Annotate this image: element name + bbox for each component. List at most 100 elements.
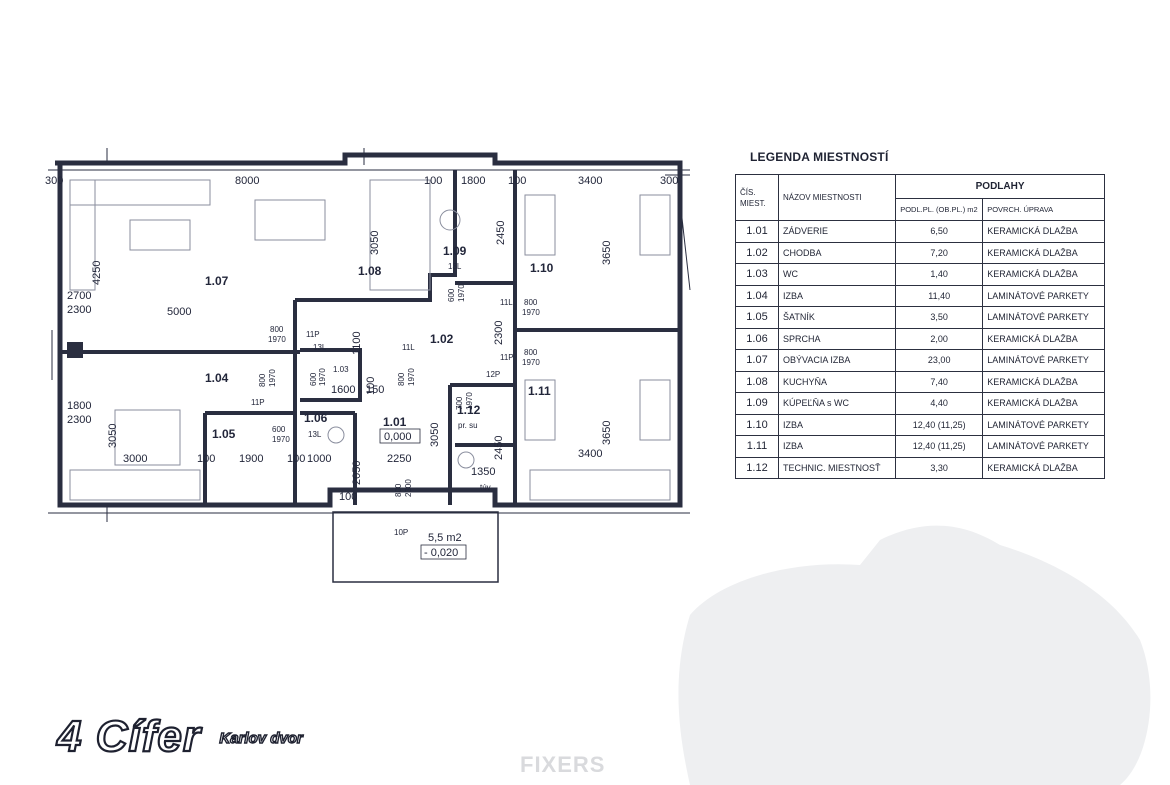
legend-cell-area: 6,50 — [895, 220, 984, 243]
room-label-1-11: 1.11 — [528, 384, 551, 398]
dimension: 300 — [660, 175, 678, 187]
room-label-1-02: 1.02 — [430, 332, 454, 346]
legend-title: LEGENDA MIESTNOSTÍ — [750, 150, 889, 164]
door-tag: 13L — [313, 343, 327, 352]
legend-cell-num: 1.01 — [735, 220, 779, 243]
legend-cell-area: 7,20 — [895, 241, 984, 264]
dimension: 1600 — [331, 384, 355, 396]
legend-cell-num: 1.03 — [735, 263, 779, 286]
legend-cell-name: TECHNIC. MIESTNOSŤ — [777, 456, 897, 479]
room-label-1-09: 1.09 — [443, 244, 467, 258]
dimension: 2300 — [493, 321, 505, 345]
door-dimension: 1970 — [272, 435, 290, 444]
outer-walls — [48, 152, 690, 514]
legend-cell-area: 11,40 — [895, 284, 984, 307]
legend-cell-name: ŠATNÍK — [777, 306, 897, 329]
legend-cell-surface: KERAMICKÁ DLAŽBA — [982, 370, 1105, 393]
door-dimension: 1970 — [465, 392, 474, 410]
legend-cell-name: OBÝVACIA IZBA — [777, 349, 897, 372]
door-dimension: 800 — [524, 298, 538, 307]
door-dimension: 800 — [397, 372, 406, 386]
dimension: 3650 — [601, 421, 613, 445]
window-markers — [51, 148, 691, 522]
bull-watermark-icon — [678, 525, 1151, 785]
room-label-1-12: 1.12 — [457, 403, 481, 417]
tuv-label: túv — [480, 483, 491, 492]
door-dimension: 1970 — [268, 335, 286, 344]
legend-cell-name: KUCHYŇA — [777, 370, 897, 393]
door-tag: 11L — [500, 298, 513, 307]
legend-cell-name: CHODBA — [777, 241, 897, 264]
room-label-1-10: 1.10 — [530, 261, 554, 275]
dimension-labels: 300 8000 100 1800 100 3400 300 4250 3050… — [45, 175, 678, 503]
door-tag: 13L — [308, 430, 322, 439]
legend-cell-name: WC — [777, 263, 897, 286]
legend-cell-surface: KERAMICKÁ DLAŽBA — [982, 456, 1105, 479]
door-tag: 11P — [500, 353, 514, 362]
legend-cell-area: 3,50 — [895, 306, 984, 329]
dimension: 2300 — [67, 414, 91, 426]
legend-cell-surface: KERAMICKÁ DLAŽBA — [982, 263, 1105, 286]
door-dimension: 1970 — [457, 284, 466, 302]
legend-cell-surface: KERAMICKÁ DLAŽBA — [982, 241, 1105, 264]
dimension: 2250 — [387, 453, 411, 465]
header-num: ČÍS. MIEST. — [735, 174, 779, 221]
header-surface: POVRCH. ÚPRAVA — [982, 198, 1105, 221]
terrace-level: - 0,020 — [424, 547, 458, 559]
dimension: 2700 — [67, 290, 91, 302]
terrace-area: 5,5 m2 — [428, 532, 462, 544]
brand-logo: 4 Cífer Karlov dvor — [56, 711, 304, 762]
room-label-1-01: 1.01 — [383, 415, 407, 429]
dimension: 5000 — [167, 306, 191, 318]
terrace — [332, 511, 499, 583]
legend-cell-area: 1,40 — [895, 263, 984, 286]
room-level-1-01: 0,000 — [384, 431, 412, 443]
room-label-1-07: 1.07 — [205, 274, 229, 288]
legend-table: ČÍS. MIEST. NÁZOV MIESTNOSTI PODLAHY POD… — [735, 173, 1105, 479]
dimension: 3050 — [429, 423, 441, 447]
interior-walls — [60, 170, 680, 505]
legend-cell-name: ZÁDVERIE — [777, 220, 897, 243]
door-dimension: 800 — [524, 348, 538, 357]
dimension: 1900 — [239, 453, 263, 465]
door-tag: 11L — [402, 343, 415, 352]
dimension: 1000 — [307, 453, 331, 465]
door-dimension: 1970 — [407, 368, 416, 386]
legend-cell-name: KÚPEĽŇA s WC — [777, 392, 897, 415]
dimension: 100 — [339, 491, 357, 503]
door-dimension: 800 — [394, 483, 403, 497]
dimension: 100 — [287, 453, 305, 465]
legend-cell-name: IZBA — [777, 284, 897, 307]
legend-cell-area: 12,40 (11,25) — [895, 435, 984, 458]
legend-cell-surface: KERAMICKÁ DLAŽBA — [982, 220, 1105, 243]
legend-cell-num: 1.08 — [735, 370, 779, 393]
door-tag: 12P — [486, 370, 500, 379]
terrace-level-box — [420, 544, 467, 560]
legend-cell-surface: LAMINÁTOVÉ PARKETY — [982, 284, 1105, 307]
room-label-1-05: 1.05 — [212, 427, 236, 441]
legend-cell-num: 1.09 — [735, 392, 779, 415]
header-floors: PODLAHY — [895, 173, 1105, 200]
dimension: 300 — [45, 175, 63, 187]
legend-cell-surface: KERAMICKÁ DLAŽBA — [982, 392, 1105, 415]
dimension: 1350 — [471, 466, 495, 478]
door-tag: 11P — [251, 398, 265, 407]
brand-title: 4 Cífer — [56, 711, 201, 762]
door-dimension: 1970 — [522, 308, 540, 317]
door-tag: 10P — [394, 528, 408, 537]
dimension: 2300 — [67, 304, 91, 316]
dimension: 100 — [365, 377, 377, 395]
dimension: 1100 — [351, 331, 363, 355]
legend-cell-num: 1.05 — [735, 306, 779, 329]
legend-cell-area: 4,40 — [895, 392, 984, 415]
legend-cell-surface: LAMINÁTOVÉ PARKETY — [982, 413, 1105, 436]
room-label-1-06: 1.06 — [304, 411, 328, 425]
legend-cell-surface: LAMINÁTOVÉ PARKETY — [982, 349, 1105, 372]
header-area: PODL.PL. (OB.PL.) m2 — [895, 198, 984, 221]
